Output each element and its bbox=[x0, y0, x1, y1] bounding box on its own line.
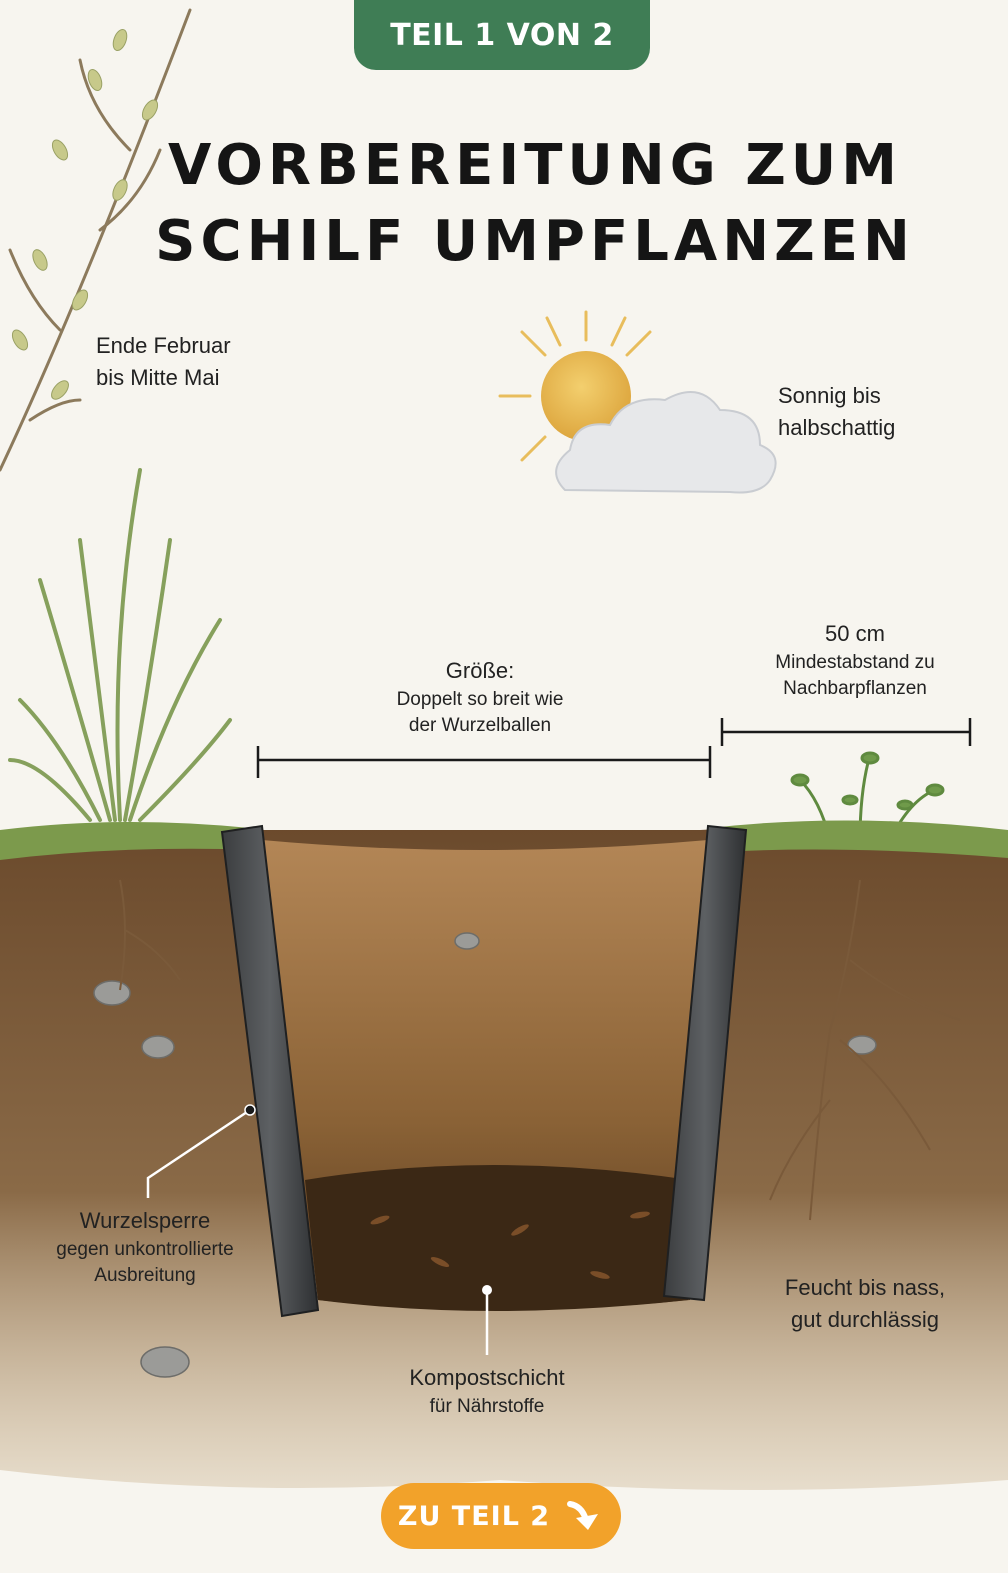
distance-line-2: Nachbarpflanzen bbox=[783, 678, 927, 699]
root-icon bbox=[769, 879, 961, 1221]
next-part-button[interactable]: ZU TEIL 2 bbox=[381, 1483, 621, 1549]
distance-value: 50 cm bbox=[825, 621, 885, 646]
size-line-2: der Wurzelballen bbox=[408, 715, 552, 736]
distance-note: 50 cm Mindestabstand zu Nachbarpflanzen bbox=[740, 618, 970, 702]
title-line-2: SCHILF UMPFLANZEN bbox=[155, 209, 915, 274]
size-line-1: Doppelt so breit wie bbox=[396, 689, 564, 710]
title-line-1: VORBEREITUNG ZUM bbox=[167, 133, 903, 198]
size-heading: Größe: bbox=[445, 658, 515, 683]
cloud-icon bbox=[555, 391, 777, 494]
soil-line-2: gut durchlässig bbox=[791, 1307, 939, 1332]
location-line-2: halbschattig bbox=[778, 415, 896, 440]
root-barrier-panel bbox=[220, 824, 748, 1318]
timing-note: Ende Februar bis Mitte Mai bbox=[96, 330, 231, 394]
barrier-note: Wurzelsperre gegen unkontrollierte Ausbr… bbox=[30, 1205, 260, 1289]
page-title: VORBEREITUNG ZUM SCHILF UMPFLANZEN bbox=[120, 128, 950, 280]
location-note: Sonnig bis halbschattig bbox=[778, 380, 895, 444]
timing-line-1: Ende Februar bbox=[96, 333, 231, 358]
twig-icon bbox=[0, 8, 192, 472]
width-dimension-line bbox=[256, 746, 712, 778]
location-line-1: Sonnig bis bbox=[778, 383, 881, 408]
sun-icon bbox=[498, 310, 652, 480]
reed-grass-icon bbox=[8, 468, 232, 822]
size-note: Größe: Doppelt so breit wie der Wurzelba… bbox=[360, 655, 600, 739]
timing-line-2: bis Mitte Mai bbox=[96, 365, 220, 390]
compost-line-1: für Nährstoffe bbox=[429, 1396, 545, 1417]
part-badge: TEIL 1 VON 2 bbox=[354, 0, 650, 70]
barrier-heading: Wurzelsperre bbox=[79, 1208, 211, 1233]
barrier-line-1: gegen unkontrollierte bbox=[56, 1239, 234, 1260]
compost-heading: Kompostschicht bbox=[409, 1365, 565, 1390]
soil-note: Feucht bis nass, gut durchlässig bbox=[760, 1272, 970, 1336]
soil-line-1: Feucht bis nass, bbox=[784, 1275, 946, 1300]
next-part-label: ZU TEIL 2 bbox=[397, 1500, 551, 1532]
arrow-down-right-icon bbox=[567, 1501, 599, 1530]
barrier-line-2: Ausbreitung bbox=[94, 1265, 196, 1286]
distance-line-1: Mindestabstand zu bbox=[775, 652, 935, 673]
compost-note: Kompostschicht für Nährstoffe bbox=[380, 1362, 594, 1420]
distance-dimension-line bbox=[720, 718, 972, 746]
